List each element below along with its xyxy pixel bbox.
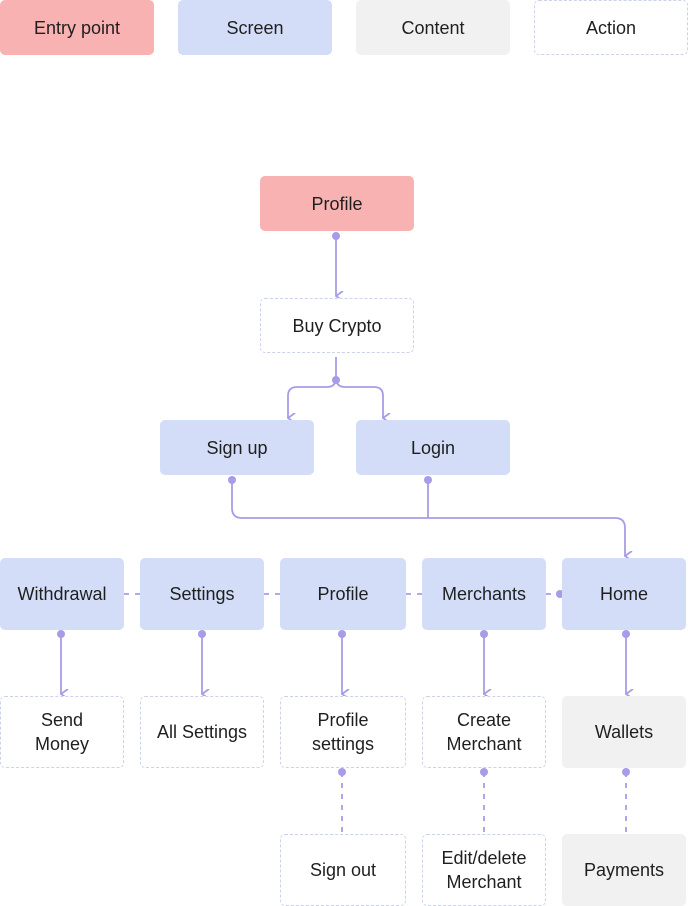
node-sign-up: Sign up xyxy=(160,420,314,475)
node-payments: Payments xyxy=(562,834,686,906)
legend-action: Action xyxy=(534,0,688,55)
legend-entry-point: Entry point xyxy=(0,0,154,55)
node-edit-delete-merchant: Edit/delete Merchant xyxy=(422,834,546,906)
node-create-merchant: Create Merchant xyxy=(422,696,546,768)
node-all-settings: All Settings xyxy=(140,696,264,768)
node-profile: Profile xyxy=(280,558,406,630)
node-login: Login xyxy=(356,420,510,475)
connector-buy-signup xyxy=(288,357,337,418)
node-wallets: Wallets xyxy=(562,696,686,768)
connector-buy-login xyxy=(335,377,383,418)
legend-screen: Screen xyxy=(178,0,332,55)
legend-content: Content xyxy=(356,0,510,55)
node-merchants: Merchants xyxy=(422,558,546,630)
node-home: Home xyxy=(562,558,686,630)
node-send-money: Send Money xyxy=(0,696,124,768)
node-profile-settings: Profile settings xyxy=(280,696,406,768)
node-sign-out: Sign out xyxy=(280,834,406,906)
node-profile-entry: Profile xyxy=(260,176,414,231)
node-buy-crypto: Buy Crypto xyxy=(260,298,414,353)
node-settings: Settings xyxy=(140,558,264,630)
node-withdrawal: Withdrawal xyxy=(0,558,124,630)
